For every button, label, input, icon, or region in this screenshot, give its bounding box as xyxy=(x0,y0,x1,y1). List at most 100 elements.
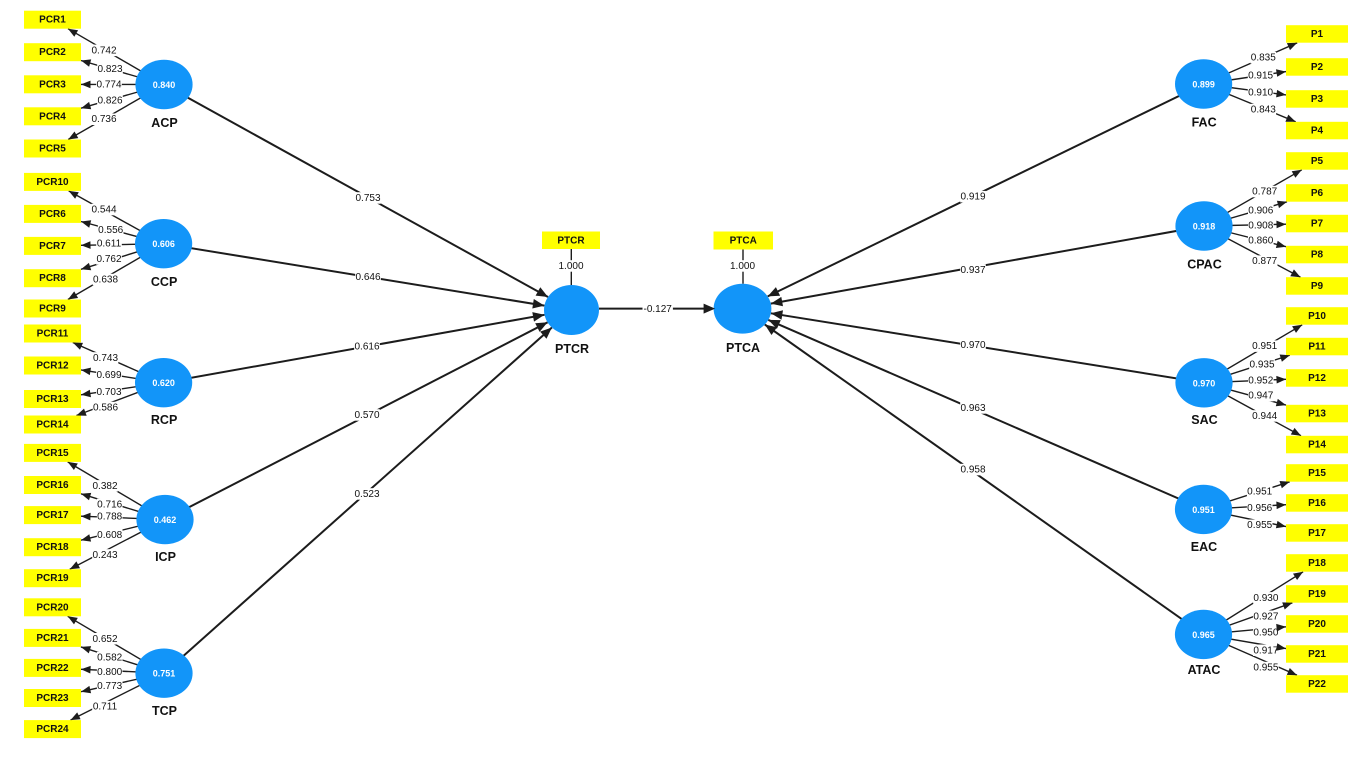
svg-text:PCR22: PCR22 xyxy=(36,663,69,674)
svg-text:0.652: 0.652 xyxy=(92,634,117,645)
svg-text:0.243: 0.243 xyxy=(92,550,117,561)
svg-text:0.742: 0.742 xyxy=(91,45,116,56)
svg-text:0.843: 0.843 xyxy=(1251,105,1276,116)
svg-text:PCR10: PCR10 xyxy=(36,177,69,188)
svg-text:PTCA: PTCA xyxy=(730,236,757,247)
svg-text:PCR11: PCR11 xyxy=(37,329,69,340)
svg-text:0.638: 0.638 xyxy=(93,275,118,286)
svg-text:ATAC: ATAC xyxy=(1188,663,1221,677)
svg-text:P19: P19 xyxy=(1308,589,1326,600)
svg-text:PCR2: PCR2 xyxy=(39,47,66,58)
svg-text:PCR16: PCR16 xyxy=(36,480,69,491)
svg-text:PCR5: PCR5 xyxy=(39,144,66,155)
svg-text:PCR20: PCR20 xyxy=(36,602,69,613)
svg-text:0.716: 0.716 xyxy=(97,499,122,510)
svg-text:P18: P18 xyxy=(1308,558,1326,569)
svg-text:PCR9: PCR9 xyxy=(39,304,66,315)
svg-text:0.899: 0.899 xyxy=(1192,80,1215,90)
svg-text:CCP: CCP xyxy=(151,275,177,289)
svg-text:0.773: 0.773 xyxy=(97,681,122,692)
svg-text:PCR12: PCR12 xyxy=(36,361,69,372)
svg-text:P9: P9 xyxy=(1311,281,1324,292)
svg-text:PCR6: PCR6 xyxy=(39,209,66,220)
svg-text:PCR23: PCR23 xyxy=(36,693,69,704)
svg-text:0.906: 0.906 xyxy=(1248,206,1273,217)
svg-text:P17: P17 xyxy=(1308,528,1326,539)
svg-text:P1: P1 xyxy=(1311,29,1324,40)
svg-text:0.970: 0.970 xyxy=(1193,378,1216,388)
svg-text:RCP: RCP xyxy=(151,413,177,427)
svg-text:0.965: 0.965 xyxy=(1192,630,1215,640)
svg-text:P20: P20 xyxy=(1308,619,1326,630)
svg-text:0.826: 0.826 xyxy=(97,95,122,106)
svg-text:0.586: 0.586 xyxy=(93,403,118,414)
svg-text:0.788: 0.788 xyxy=(97,512,122,523)
svg-text:ICP: ICP xyxy=(155,550,176,564)
svg-text:0.951: 0.951 xyxy=(1192,505,1215,515)
svg-text:0.947: 0.947 xyxy=(1248,391,1273,402)
svg-text:SAC: SAC xyxy=(1191,413,1217,427)
svg-text:0.952: 0.952 xyxy=(1248,376,1273,387)
svg-text:0.918: 0.918 xyxy=(1193,222,1216,232)
svg-text:P10: P10 xyxy=(1308,311,1326,322)
svg-text:PCR1: PCR1 xyxy=(39,15,66,26)
svg-text:PCR15: PCR15 xyxy=(36,448,69,459)
svg-text:0.743: 0.743 xyxy=(93,353,118,364)
svg-text:CPAC: CPAC xyxy=(1187,257,1222,271)
svg-text:P16: P16 xyxy=(1308,498,1326,509)
svg-text:P5: P5 xyxy=(1311,156,1324,167)
svg-text:P12: P12 xyxy=(1308,373,1326,384)
svg-text:0.877: 0.877 xyxy=(1252,256,1277,267)
svg-text:P15: P15 xyxy=(1308,468,1326,479)
svg-text:0.646: 0.646 xyxy=(355,272,380,283)
svg-text:P4: P4 xyxy=(1311,126,1324,137)
svg-text:0.762: 0.762 xyxy=(96,254,121,265)
svg-text:0.910: 0.910 xyxy=(1248,88,1273,99)
svg-text:P11: P11 xyxy=(1308,342,1326,353)
svg-text:0.917: 0.917 xyxy=(1253,645,1278,656)
svg-text:0.835: 0.835 xyxy=(1251,53,1276,64)
svg-text:0.620: 0.620 xyxy=(152,378,175,388)
svg-text:0.927: 0.927 xyxy=(1253,611,1278,622)
svg-text:PCR14: PCR14 xyxy=(36,420,69,431)
svg-text:0.919: 0.919 xyxy=(960,192,985,203)
svg-text:P14: P14 xyxy=(1308,440,1326,451)
svg-text:0.751: 0.751 xyxy=(153,669,176,679)
svg-text:PTCR: PTCR xyxy=(557,235,585,246)
svg-text:0.800: 0.800 xyxy=(97,667,122,678)
svg-text:0.840: 0.840 xyxy=(153,80,176,90)
svg-text:0.556: 0.556 xyxy=(98,225,123,236)
svg-text:EAC: EAC xyxy=(1191,540,1217,554)
svg-text:0.711: 0.711 xyxy=(93,702,118,713)
svg-text:PCR24: PCR24 xyxy=(36,724,69,735)
svg-text:TCP: TCP xyxy=(152,704,177,718)
svg-text:P2: P2 xyxy=(1311,62,1324,73)
svg-text:PCR7: PCR7 xyxy=(39,241,66,252)
svg-text:0.958: 0.958 xyxy=(960,465,985,476)
svg-text:ACP: ACP xyxy=(151,116,177,130)
svg-text:0.951: 0.951 xyxy=(1252,341,1277,352)
svg-text:PCR18: PCR18 xyxy=(36,542,69,553)
svg-text:P6: P6 xyxy=(1311,188,1324,199)
svg-text:1.000: 1.000 xyxy=(558,261,583,272)
svg-text:PCR19: PCR19 xyxy=(36,573,69,584)
svg-text:0.937: 0.937 xyxy=(960,265,985,276)
svg-text:1.000: 1.000 xyxy=(730,261,755,272)
svg-text:P22: P22 xyxy=(1308,679,1326,690)
svg-text:0.774: 0.774 xyxy=(96,79,121,90)
svg-text:PCR17: PCR17 xyxy=(36,510,69,521)
svg-text:0.956: 0.956 xyxy=(1247,503,1272,514)
svg-text:PTCR: PTCR xyxy=(555,342,589,356)
svg-text:0.963: 0.963 xyxy=(960,403,985,414)
svg-text:0.582: 0.582 xyxy=(97,653,122,664)
svg-text:0.930: 0.930 xyxy=(1253,593,1278,604)
svg-text:P3: P3 xyxy=(1311,94,1324,105)
svg-text:0.951: 0.951 xyxy=(1247,486,1272,497)
svg-text:0.611: 0.611 xyxy=(97,239,122,250)
svg-text:0.523: 0.523 xyxy=(354,489,379,500)
svg-text:0.970: 0.970 xyxy=(960,340,985,351)
svg-text:0.462: 0.462 xyxy=(154,515,177,525)
svg-text:PCR13: PCR13 xyxy=(36,394,69,405)
svg-text:0.703: 0.703 xyxy=(96,387,121,398)
svg-text:0.950: 0.950 xyxy=(1253,628,1278,639)
